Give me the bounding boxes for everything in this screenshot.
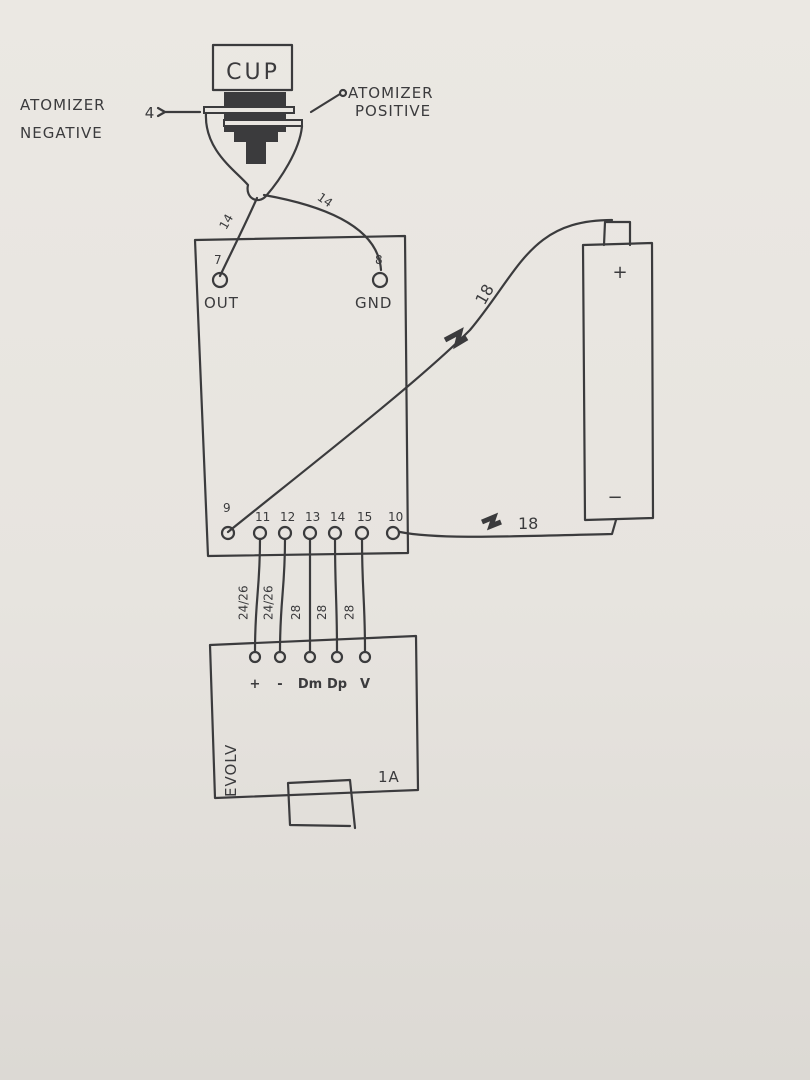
usb-wire-gauge: 24/26 (237, 585, 251, 620)
battery-positive-wire-gauge: 18 (471, 281, 498, 308)
terminal-out (211, 271, 229, 289)
board-terminal (302, 525, 318, 541)
evolv-brand: EVOLV (222, 744, 240, 797)
cup-label: CUP (226, 60, 280, 85)
positive-arrow (309, 92, 342, 114)
terminal-gnd-label: GND (355, 294, 392, 312)
battery-negative-symbol: − (607, 487, 622, 508)
board-outline (193, 234, 410, 558)
evolv-pin-label: Dm (298, 677, 322, 692)
board-terminal-number: 10 (388, 510, 403, 524)
atomizer-funnel (204, 111, 304, 202)
board-terminal-number: 13 (305, 510, 320, 524)
atomizer-negative-label: ATOMIZER (20, 96, 106, 114)
battery-negative-wire-gauge: 18 (518, 514, 538, 533)
negative-marker: 4 (145, 104, 156, 122)
evolv-pin (358, 650, 372, 664)
atomizer-positive-label-2: POSITIVE (355, 102, 431, 120)
usb-wire-gauge: 28 (289, 605, 303, 620)
battery-body (581, 241, 655, 522)
usb-wire (360, 537, 367, 653)
wire-battery-positive (226, 218, 614, 534)
board-terminal-number: 12 (280, 510, 295, 524)
negative-plate (203, 106, 295, 114)
wire-gnd (262, 193, 383, 272)
atomizer: CUP 4 ATOMIZER NEGATIVE ATOMIZER POSITIV… (20, 43, 434, 202)
wire-gnd-gauge: 14 (315, 190, 336, 210)
scribble (443, 327, 469, 350)
board-terminal-number: 14 (330, 510, 345, 524)
evolv-pin (330, 650, 344, 664)
cup-box (211, 43, 294, 92)
board-terminal (327, 525, 343, 541)
terminal-gnd-number: 8 (375, 253, 383, 267)
atomizer-positive-label: ATOMIZER (348, 84, 434, 102)
evolv-pin-label: V (360, 677, 370, 692)
evolv-pin (303, 650, 317, 664)
usb-wire-gauge: 28 (343, 605, 357, 620)
board-terminal (354, 525, 370, 541)
negative-arrow (156, 106, 202, 118)
evolv-pin (248, 650, 262, 664)
wire-out (218, 196, 259, 278)
scribble (481, 512, 502, 531)
evolv-pin (273, 650, 287, 664)
atomizer-negative-label-2: NEGATIVE (20, 124, 103, 142)
evolv-model: 1A (378, 768, 400, 786)
usb-wire (333, 537, 339, 653)
wire-battery-negative (398, 518, 618, 538)
evolv-board-outline (208, 634, 420, 800)
board-terminal (220, 525, 236, 541)
board-terminal-number: 9 (223, 501, 231, 515)
evolv-pin-label: - (277, 677, 282, 692)
evolv-pin-label: + (250, 677, 261, 692)
terminal-out-label: OUT (204, 294, 239, 312)
positive-plate (223, 119, 303, 127)
board-terminal-number: 15 (357, 510, 372, 524)
atomizer-pin (246, 142, 266, 164)
usb-wire (278, 537, 287, 653)
evolv-pin-label: Dp (327, 677, 347, 692)
board-terminal (385, 525, 401, 541)
atomizer-pin-base (234, 132, 278, 142)
battery-positive-symbol: + (612, 262, 627, 283)
positive-arrow-head (338, 88, 348, 98)
usb-wire-gauge: 24/26 (262, 585, 276, 620)
mod-board: 7 OUT 8 GND 9 11 12 13 14 15 10 (193, 234, 410, 558)
usb-port (286, 778, 357, 830)
usb-wire-gauge: 28 (315, 605, 329, 620)
terminal-gnd (371, 271, 389, 289)
battery: + − (581, 220, 655, 522)
wire-out-gauge: 14 (216, 212, 236, 232)
board-terminal (277, 525, 293, 541)
board-terminal-number: 11 (255, 510, 270, 524)
board-terminal (252, 525, 268, 541)
usb-wire (253, 537, 262, 653)
terminal-out-number: 7 (214, 253, 222, 267)
battery-cap (602, 220, 632, 247)
evolv-board: EVOLV 1A + - Dm Dp V (208, 634, 420, 830)
